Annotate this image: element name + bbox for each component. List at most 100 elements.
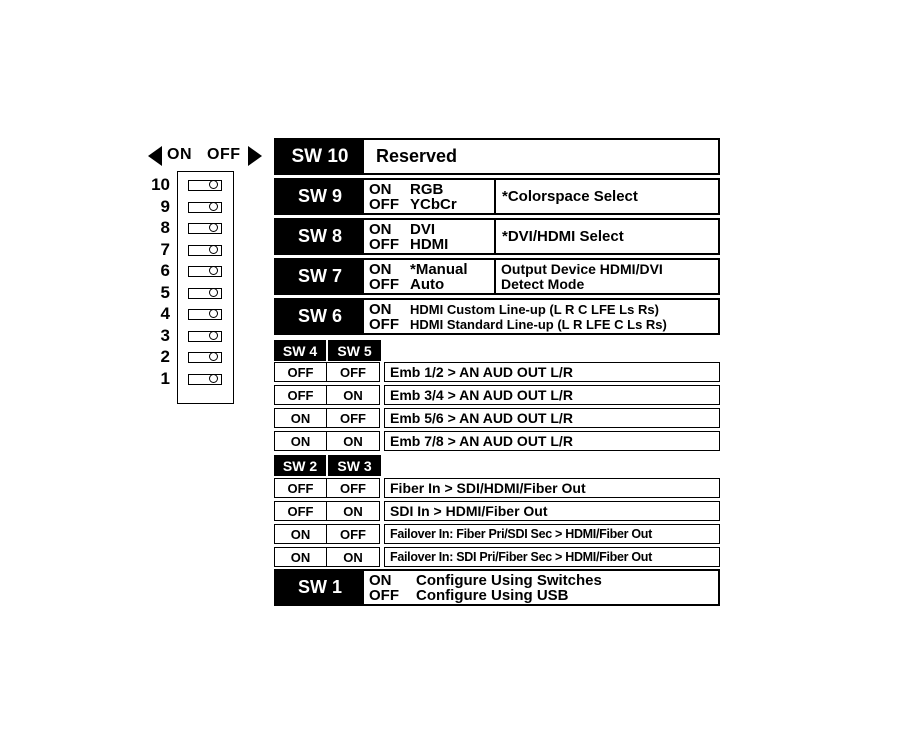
- sw7-off-value: Auto: [410, 275, 445, 293]
- sw8-on: ON: [369, 220, 392, 238]
- switch-a-state: ON: [274, 524, 327, 544]
- arrow-right-icon: [248, 146, 262, 166]
- sw7-label: SW 7: [276, 260, 364, 293]
- sw1-on: ON: [369, 571, 392, 589]
- row-description: SDI In > HDMI/Fiber Out: [384, 501, 720, 521]
- sw7-off: OFF: [369, 275, 399, 293]
- switch-b-state: ON: [327, 547, 380, 567]
- dip-number: 2: [160, 347, 170, 366]
- sw6-off: OFF: [369, 315, 399, 333]
- dip-number: 3: [160, 325, 170, 345]
- switch-a-state: ON: [274, 547, 327, 567]
- switch-a-state: OFF: [274, 362, 327, 382]
- row-description: Emb 1/2 > AN AUD OUT L/R: [384, 362, 720, 382]
- switch-a-state: ON: [274, 408, 327, 428]
- sw8-onoff: ON OFF: [364, 220, 405, 253]
- dip-switch-slot[interactable]: [188, 180, 222, 191]
- dip-number: 8: [160, 218, 170, 237]
- dip-switch-knob: [209, 201, 218, 211]
- switch-a-state: ON: [274, 431, 327, 451]
- sw23-header: SW 2 SW 3: [274, 455, 381, 476]
- dip-switch-knob: [209, 373, 218, 383]
- dip-number: 6: [160, 261, 170, 280]
- dip-switch-slot[interactable]: [188, 266, 222, 277]
- sw2-header: SW 2: [274, 455, 328, 476]
- sw8-values: DVI HDMI: [405, 220, 494, 253]
- sw7-description-line1: Output Device HDMI/DVI: [501, 260, 663, 277]
- switch-b-state: ON: [327, 385, 380, 405]
- sw8-on-value: DVI: [410, 220, 436, 238]
- sw1-off: OFF: [369, 586, 399, 604]
- sw1-block: SW 1 ON OFF Configure Using Switches Con…: [274, 569, 720, 606]
- sw6-label: SW 6: [276, 300, 364, 333]
- switch-a-state: OFF: [274, 478, 327, 498]
- dip-number: 7: [160, 239, 170, 259]
- row-description: Fiber In > SDI/HDMI/Fiber Out: [384, 478, 720, 498]
- on-label: ON: [167, 146, 192, 163]
- dip-number: 5: [160, 282, 170, 302]
- sw10-block: SW 10 Reserved: [274, 138, 720, 175]
- sw1-onoff: ON OFF: [364, 571, 411, 604]
- sw6-block: SW 6 ON OFF HDMI Custom Line-up (L R C L…: [274, 298, 720, 335]
- sw7-onoff: ON OFF: [364, 260, 405, 293]
- dip-switch-slot[interactable]: [188, 309, 222, 320]
- sw6-on: ON: [369, 300, 392, 318]
- sw1-label: SW 1: [276, 571, 364, 604]
- dip-switch-slot[interactable]: [188, 287, 222, 299]
- sw9-values: RGB YCbCr: [405, 180, 494, 213]
- dip-switch-slot[interactable]: [188, 352, 222, 363]
- sw9-description: *Colorspace Select: [494, 180, 718, 213]
- dip-switch-slot[interactable]: [188, 244, 222, 256]
- switch-b-state: ON: [327, 431, 380, 451]
- sw45-header: SW 4 SW 5: [274, 340, 381, 361]
- row-description: Failover In: Fiber Pri/SDI Sec > HDMI/Fi…: [384, 524, 720, 544]
- switch-b-state: ON: [327, 501, 380, 521]
- sw1-on-value: Configure Using Switches: [416, 571, 602, 589]
- sw7-block: SW 7 ON OFF *Manual Auto Output Device H…: [274, 258, 720, 295]
- dip-switch-knob: [209, 180, 218, 189]
- dip-switch-slot[interactable]: [188, 373, 222, 385]
- dip-switch-slot[interactable]: [188, 201, 222, 213]
- arrow-left-icon: [148, 146, 162, 166]
- sw7-description-line2: Detect Mode: [501, 275, 585, 292]
- row-description: Failover In: SDI Pri/Fiber Sec > HDMI/Fi…: [384, 547, 720, 567]
- dip-number: 9: [160, 196, 170, 216]
- sw9-on-value: RGB: [410, 180, 444, 198]
- sw9-off: OFF: [369, 195, 399, 213]
- sw8-label: SW 8: [276, 220, 364, 253]
- dip-switch-knob: [209, 287, 218, 297]
- sw7-on: ON: [369, 260, 392, 278]
- sw3-header: SW 3: [328, 455, 381, 476]
- sw8-off-value: HDMI: [410, 235, 449, 253]
- dip-switch-slot[interactable]: [188, 330, 222, 342]
- sw7-on-value: *Manual: [410, 260, 468, 278]
- dip-switch-slot[interactable]: [188, 223, 222, 234]
- switch-a-state: OFF: [274, 501, 327, 521]
- dip-number: 4: [160, 304, 170, 323]
- switch-b-state: OFF: [327, 362, 380, 382]
- row-description: Emb 3/4 > AN AUD OUT L/R: [384, 385, 720, 405]
- sw1-off-value: Configure Using USB: [416, 586, 569, 604]
- sw5-header: SW 5: [328, 340, 381, 361]
- switch-b-state: OFF: [327, 478, 380, 498]
- switch-b-state: OFF: [327, 524, 380, 544]
- row-description: Emb 7/8 > AN AUD OUT L/R: [384, 431, 720, 451]
- switch-a-state: OFF: [274, 385, 327, 405]
- dip-switch-knob: [209, 266, 218, 275]
- dip-number: 1: [160, 368, 170, 388]
- sw8-block: SW 8 ON OFF DVI HDMI *DVI/HDMI Select: [274, 218, 720, 255]
- dip-switch-knob: [209, 223, 218, 232]
- sw6-values: HDMI Custom Line-up (L R C LFE Ls Rs) HD…: [405, 300, 718, 333]
- sw10-text: Reserved: [376, 146, 458, 166]
- sw7-description: Output Device HDMI/DVI Detect Mode: [494, 260, 718, 293]
